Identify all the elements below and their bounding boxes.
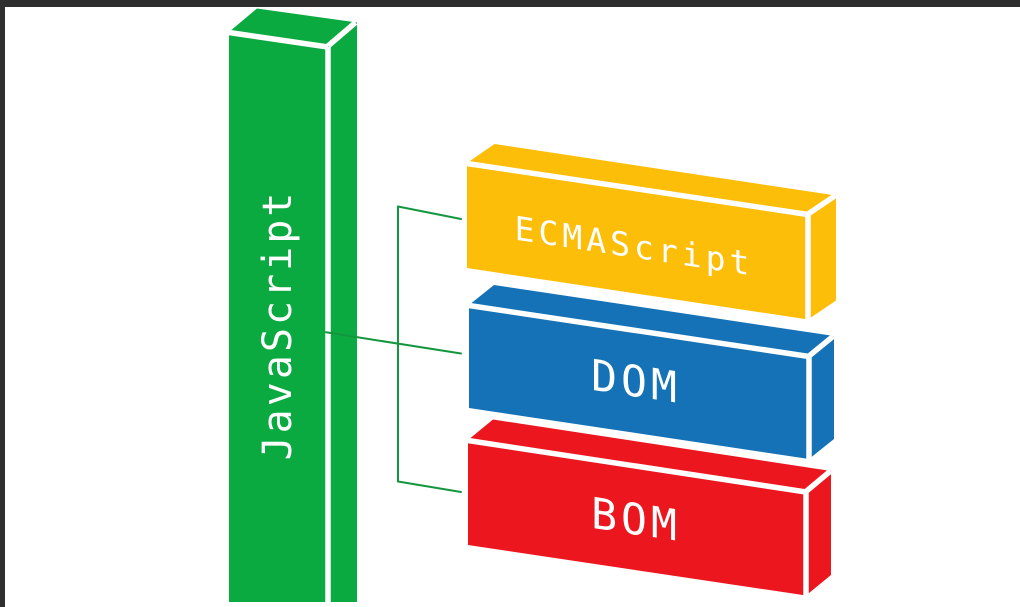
javascript-bar-shape [229,8,357,602]
bom-box [467,419,833,596]
javascript-bar-top-edge [228,29,329,50]
dom-box-shape [469,285,834,459]
connector-branch-bom [397,480,462,493]
bom-box-shape [468,419,831,596]
frame-border-top [0,0,1020,7]
javascript-bar-corner-edge [326,20,358,49]
ecmascript-box-corner-edge [806,193,838,217]
dom-box-corner-edge [807,333,836,359]
dom-box [468,285,836,459]
bom-box-corner-edge [804,468,833,494]
ecmascript-box-top-edge [466,160,809,218]
ecmascript-box [466,144,838,320]
ecmascript-box-shape [467,144,836,320]
javascript-label: JavaScript [255,189,301,461]
connector-branch-ecmascript [397,205,462,220]
connector-branch-dom [325,331,462,355]
dom-label: DOM [591,350,681,415]
dom-box-top-edge [468,302,810,360]
bom-label: BOM [591,488,681,553]
javascript-bar [228,8,358,602]
frame-border-left [0,0,5,607]
bom-box-top-edge [467,437,807,495]
connector-lines [325,205,462,493]
